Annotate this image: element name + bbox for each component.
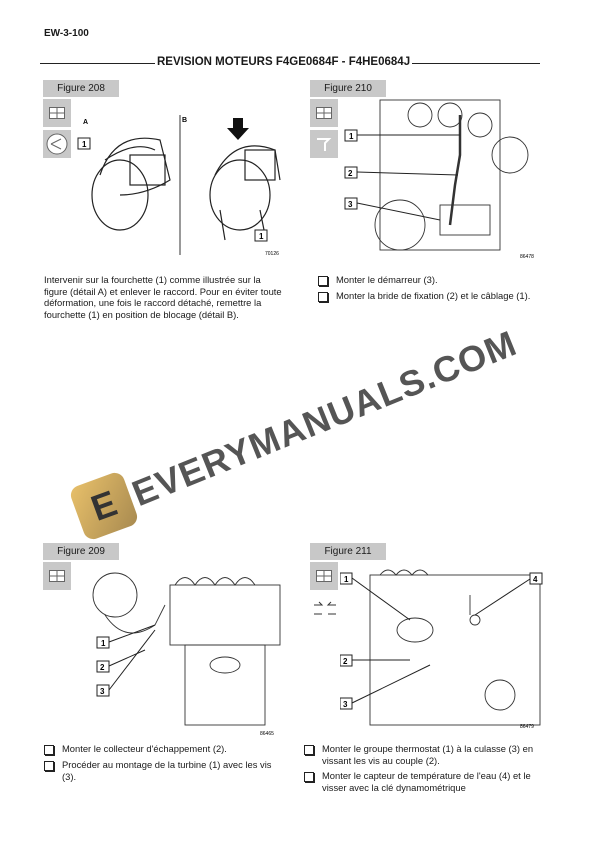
step-text: Monter la bride de fixation (2) et le câ… bbox=[336, 290, 531, 301]
page-number: EW-3-100 bbox=[44, 28, 89, 39]
callout-1: 1 bbox=[101, 639, 106, 648]
step-text: Procéder au montage de la turbine (1) av… bbox=[62, 759, 272, 782]
callout-1: 1 bbox=[349, 132, 354, 141]
disassembly-grid-icon bbox=[310, 562, 338, 590]
figure-number: 86479 bbox=[520, 724, 534, 730]
step-text: Monter le démarreur (3). bbox=[336, 274, 438, 285]
callout-4: 4 bbox=[533, 575, 538, 584]
checkbox-icon bbox=[318, 292, 328, 302]
figure-210-steps: Monter le démarreur (3). Monter la bride… bbox=[318, 274, 558, 306]
callout-2: 2 bbox=[348, 169, 353, 178]
callout-3: 3 bbox=[348, 200, 353, 209]
callout-1: 1 bbox=[259, 232, 264, 241]
disassembly-grid-icon bbox=[310, 99, 338, 127]
logo-letter: E bbox=[85, 482, 123, 529]
figure-211-drawing: 1 2 3 4 86479 bbox=[340, 569, 543, 730]
remove-tool-icon bbox=[43, 130, 71, 158]
callout-3: 3 bbox=[100, 687, 105, 696]
step-item: Monter le capteur de température de l'ea… bbox=[304, 770, 554, 793]
step-item: Procéder au montage de la turbine (1) av… bbox=[44, 759, 274, 782]
install-tool-icon bbox=[310, 130, 338, 158]
figure-number: 86478 bbox=[520, 254, 534, 260]
step-item: Monter la bride de fixation (2) et le câ… bbox=[318, 290, 558, 302]
figure-209-steps: Monter le collecteur d'échappement (2). … bbox=[44, 743, 274, 786]
checkbox-icon bbox=[304, 745, 314, 755]
figure-number: 86465 bbox=[260, 731, 274, 737]
step-text: Monter le collecteur d'échappement (2). bbox=[62, 743, 227, 754]
callout-1: 1 bbox=[82, 140, 87, 149]
figure-number: 70126 bbox=[265, 251, 279, 257]
callout-3: 3 bbox=[343, 700, 348, 709]
figure-211-label: Figure 211 bbox=[310, 543, 386, 560]
torque-icon bbox=[314, 601, 336, 615]
step-text: Monter le capteur de température de l'ea… bbox=[322, 770, 531, 793]
step-item: Monter le collecteur d'échappement (2). bbox=[44, 743, 274, 755]
figure-210-label: Figure 210 bbox=[310, 80, 386, 97]
detail-b-label: B bbox=[182, 117, 187, 124]
watermark-text: EVERYMANUALS.COM bbox=[126, 322, 523, 515]
step-text: Monter le groupe thermostat (1) à la cul… bbox=[322, 743, 534, 766]
figure-209-drawing: 1 2 3 86465 bbox=[92, 572, 281, 737]
checkbox-icon bbox=[44, 745, 54, 755]
figure-208-drawing: A B 1 1 70126 bbox=[77, 115, 281, 257]
checkbox-icon bbox=[304, 772, 314, 783]
callout-2: 2 bbox=[343, 657, 348, 666]
checkbox-icon bbox=[44, 761, 54, 771]
detail-a-label: A bbox=[83, 119, 88, 126]
figure-210-drawing: 1 2 3 86478 bbox=[344, 99, 534, 260]
step-item: Monter le démarreur (3). bbox=[318, 274, 558, 286]
figure-208-text: Intervenir sur la fourchette (1) comme i… bbox=[44, 274, 282, 320]
page-title: REVISION MOTEURS F4GE0684F - F4HE0684J bbox=[155, 56, 413, 68]
disassembly-grid-icon bbox=[43, 562, 71, 590]
step-item: Monter le groupe thermostat (1) à la cul… bbox=[304, 743, 554, 766]
figure-211-steps: Monter le groupe thermostat (1) à la cul… bbox=[304, 743, 554, 797]
checkbox-icon bbox=[318, 276, 328, 286]
callout-1: 1 bbox=[344, 575, 349, 584]
figure-209-label: Figure 209 bbox=[43, 543, 119, 560]
disassembly-grid-icon bbox=[43, 99, 71, 127]
figure-208-label: Figure 208 bbox=[43, 80, 119, 97]
callout-2: 2 bbox=[100, 663, 105, 672]
